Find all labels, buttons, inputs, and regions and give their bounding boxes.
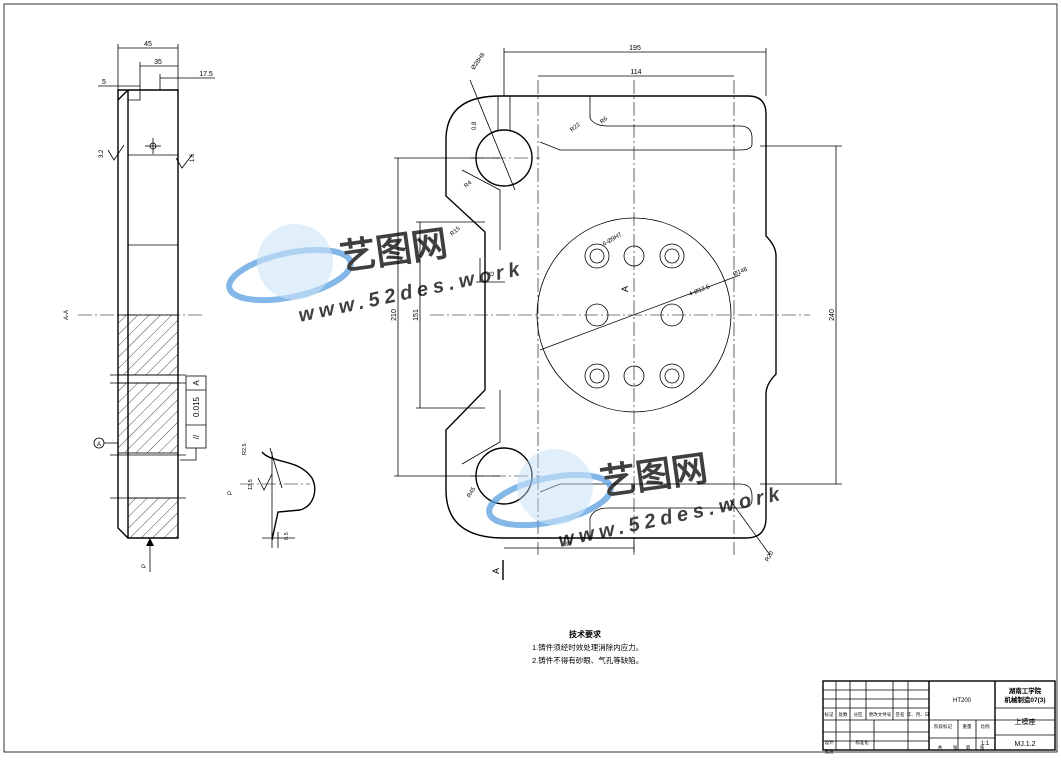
tb-scale-label: 比例 xyxy=(981,723,990,730)
label-r26: R6 xyxy=(599,116,609,126)
dim-overall: 45 xyxy=(144,41,152,48)
watermark-globe-icon xyxy=(517,449,593,525)
watermark-brand: 艺图网 xyxy=(337,222,450,278)
section-mark-bottom: A xyxy=(491,568,501,574)
drawing-border xyxy=(3,3,1058,753)
tb-weight: 重量 xyxy=(963,723,972,730)
tech-note-line: 2.铸件不得有砂眼、气孔等缺陷。 xyxy=(532,655,643,665)
dim-bottom: 80 xyxy=(565,542,572,548)
main-view: 195 114 240 210 151 G 80 Ø28H8 0.8 R22 R… xyxy=(391,45,842,580)
dim-height-mid: 210 xyxy=(391,309,398,321)
tb-header-cell: 签名 xyxy=(896,711,905,718)
tb-designer: 设计 xyxy=(825,739,834,746)
watermark-globe-icon xyxy=(257,224,333,300)
tb-header-cell: 分区 xyxy=(854,711,863,718)
bolt-holes xyxy=(584,243,685,389)
watermark-2: 艺图网 www.52des.work xyxy=(486,447,786,552)
section-label: A-A xyxy=(64,310,70,320)
dim-width-total: 195 xyxy=(629,45,641,52)
detail-roughness: 12.5 xyxy=(248,479,254,490)
tolerance-frame: A 0.015 // xyxy=(180,375,207,461)
label-r02: 0.8 xyxy=(472,121,478,130)
datum-label: A xyxy=(97,442,101,448)
p-arrow-icon xyxy=(146,538,154,546)
dim-height-inner: 151 xyxy=(413,309,420,321)
dim-width-inner: 114 xyxy=(630,69,641,76)
tech-notes: 技术要求 1.铸件须经时效处理消除内应力。 2.铸件不得有砂眼、气孔等缺陷。 xyxy=(532,629,643,665)
tolerance-value: 0.015 xyxy=(192,396,201,417)
tb-sheet-cell: 共 xyxy=(938,744,943,751)
watermark-1: 艺图网 www.52des.work xyxy=(226,222,526,327)
detail-radius: R2.5 xyxy=(242,443,248,455)
roughness-right-icon xyxy=(175,154,193,169)
label-bolt: 4-Ø12.5 xyxy=(689,284,712,298)
label-r4: R4 xyxy=(463,180,473,190)
section-mark: A xyxy=(620,286,630,292)
detail-view-label: P xyxy=(228,491,234,495)
dim-height-total: 240 xyxy=(829,309,836,321)
label-big-circle: Ø148 xyxy=(733,267,749,278)
tech-notes-title: 技术要求 xyxy=(569,629,602,639)
tolerance-datum: A xyxy=(192,380,201,386)
tb-school: 湖南工学院 xyxy=(1009,686,1042,695)
slot-top xyxy=(539,96,753,151)
tb-header-cell: 标记 xyxy=(825,711,834,718)
side-view-step xyxy=(117,89,129,538)
dim-inner: 35 xyxy=(154,59,162,66)
tb-header-cell: 更改文件号 xyxy=(869,711,892,718)
side-view-notch xyxy=(128,90,141,101)
tb-scale: 1:1 xyxy=(981,741,990,747)
tb-header-cell: 年、月、日 xyxy=(907,711,930,718)
tb-sheet-cell: 张 xyxy=(980,744,985,751)
tb-sheet-cell: 张 xyxy=(953,744,958,751)
label-hole-top: Ø28H8 xyxy=(471,52,487,72)
label-r62: R22 xyxy=(569,121,582,133)
tb-part-name: 上模座 xyxy=(1015,717,1036,726)
tb-stage: 阶段标记 xyxy=(934,723,952,730)
side-hatch-3 xyxy=(127,497,179,539)
label-r20: R20 xyxy=(765,550,776,563)
side-hatch-2 xyxy=(117,382,179,454)
tolerance-symbol: // xyxy=(192,434,201,439)
tb-material: HT200 xyxy=(953,698,972,704)
p-label: P xyxy=(142,564,148,568)
tb-header-cell: 处数 xyxy=(839,711,848,718)
tech-note-line: 1.铸件须经时效处理消除内应力。 xyxy=(532,642,643,652)
tb-std: 标准化 xyxy=(855,739,869,746)
watermark-brand: 艺图网 xyxy=(597,447,710,503)
roughness-left: 3.2 xyxy=(99,149,105,158)
label-g: G xyxy=(490,271,496,276)
label-small-holes: 6-Ø9H7 xyxy=(602,232,624,248)
tb-drawing-no: MJ.1.2 xyxy=(1014,741,1035,748)
tb-course: 机械制造07(3) xyxy=(1004,695,1045,704)
label-r45: R45 xyxy=(467,486,478,499)
roughness-left-icon xyxy=(107,144,125,161)
tb-sheet-cell: 第 xyxy=(966,744,971,751)
tb-approve: 批准 xyxy=(825,748,834,755)
left-contour xyxy=(461,169,501,465)
side-view: 45 35 17.5 5 3.2 1.6 A-A A A 0.015 // xyxy=(64,41,215,572)
roughness-right: 1.6 xyxy=(190,153,196,162)
detail-view: R2.5 12.5 0.5 P xyxy=(228,443,316,548)
title-block: 标记 处数 分区 更改文件号 签名 年、月、日 设计 标准化 批准 HT200 … xyxy=(822,680,1056,755)
side-hatch-1 xyxy=(117,314,179,376)
side-view-outline xyxy=(117,89,179,539)
detail-dim: 0.5 xyxy=(284,532,290,540)
slot-bottom xyxy=(539,483,753,538)
dim-offset: 17.5 xyxy=(199,71,213,78)
main-outline xyxy=(445,95,777,539)
detail-outline xyxy=(261,451,316,541)
label-r15: R15 xyxy=(449,225,462,237)
dim-edge: 5 xyxy=(102,79,106,86)
